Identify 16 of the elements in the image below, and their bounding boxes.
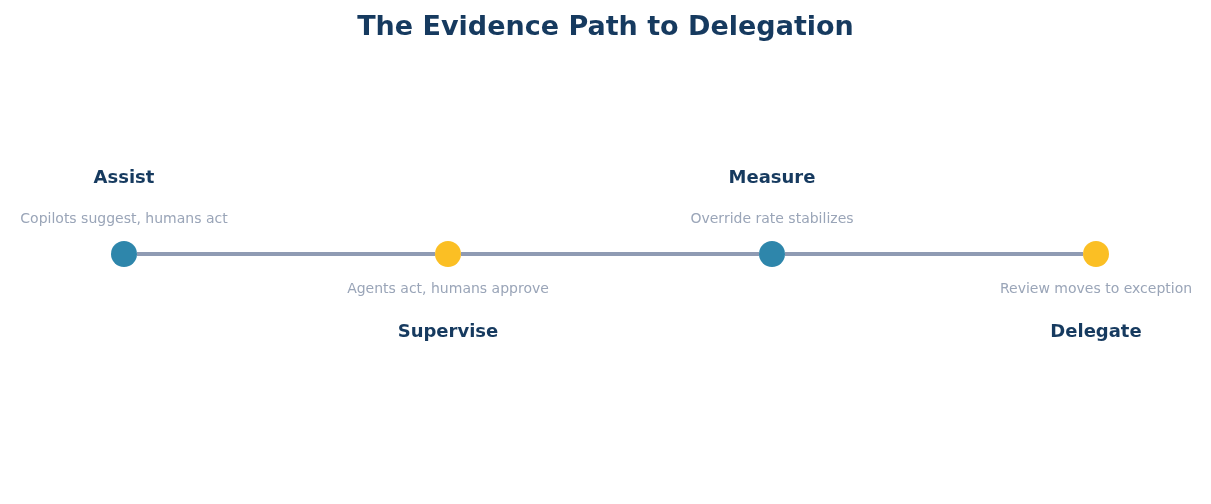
- stage-title: Delegate: [1050, 320, 1142, 341]
- connector-line: [137, 252, 435, 256]
- milestone-dot: [435, 241, 461, 267]
- stage-title: Supervise: [397, 320, 499, 341]
- stage-description: Override rate stabilizes: [690, 210, 854, 226]
- milestone-dot: [1083, 241, 1109, 267]
- stage-title: Assist: [93, 166, 155, 187]
- stage-description: Copilots suggest, humans act: [20, 210, 228, 226]
- milestone-dot: [759, 241, 785, 267]
- connector-line: [785, 252, 1083, 256]
- stage-description: Review moves to exception: [999, 280, 1193, 296]
- connector-line: [461, 252, 759, 256]
- diagram-title: The Evidence Path to Delegation: [357, 10, 854, 41]
- stage-description: Agents act, humans approve: [347, 280, 549, 296]
- stage-title: Measure: [728, 166, 816, 187]
- milestone-dot: [111, 241, 137, 267]
